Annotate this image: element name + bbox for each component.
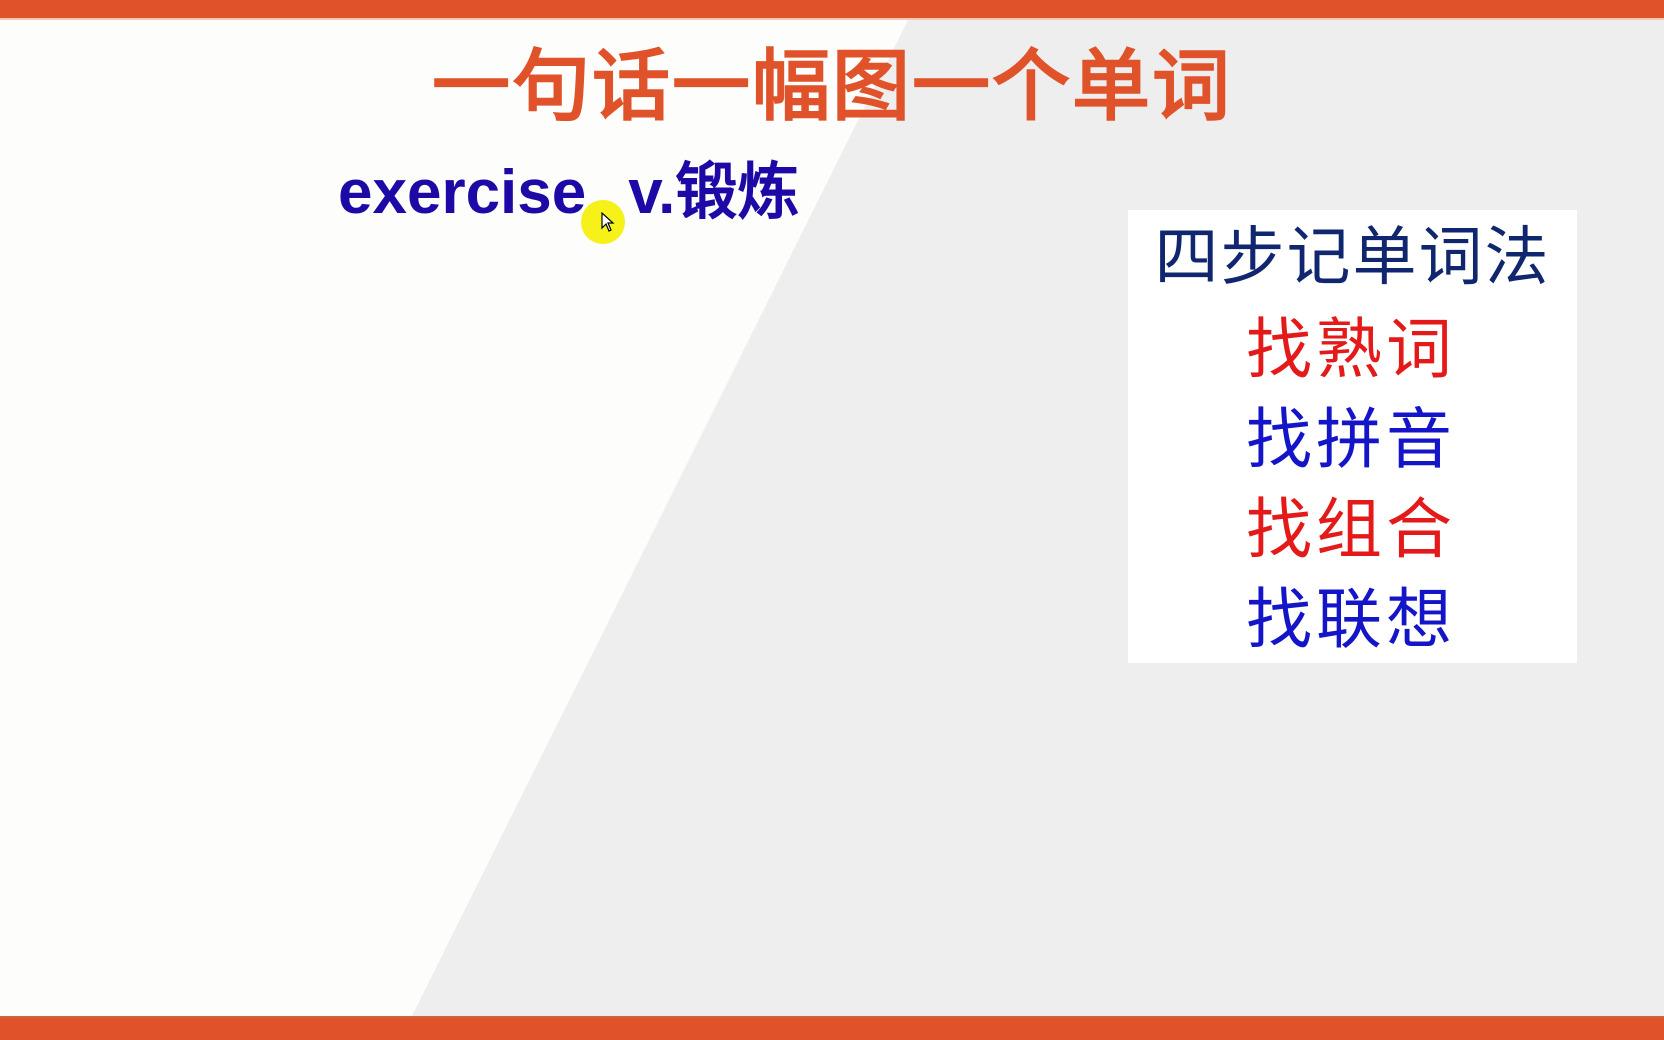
steps-box-title: 四步记单词法 bbox=[1154, 221, 1551, 295]
vocabulary-line: exercise v.锻炼 bbox=[338, 158, 799, 228]
word-meaning: v.锻炼 bbox=[628, 158, 800, 227]
pointer-arrow-icon bbox=[601, 212, 615, 232]
step-1: 找熟词 bbox=[1246, 311, 1456, 388]
step-3: 找组合 bbox=[1246, 491, 1456, 568]
vocabulary-word: exercise bbox=[338, 158, 587, 227]
four-steps-box: 四步记单词法 找熟词 找拼音 找组合 找联想 bbox=[1128, 210, 1577, 663]
step-4: 找联想 bbox=[1246, 581, 1456, 658]
top-accent-bar bbox=[0, 0, 1664, 20]
step-2: 找拼音 bbox=[1246, 401, 1456, 478]
slide-title: 一句话一幅图一个单词 bbox=[431, 42, 1232, 132]
bottom-accent-bar bbox=[0, 1016, 1664, 1040]
